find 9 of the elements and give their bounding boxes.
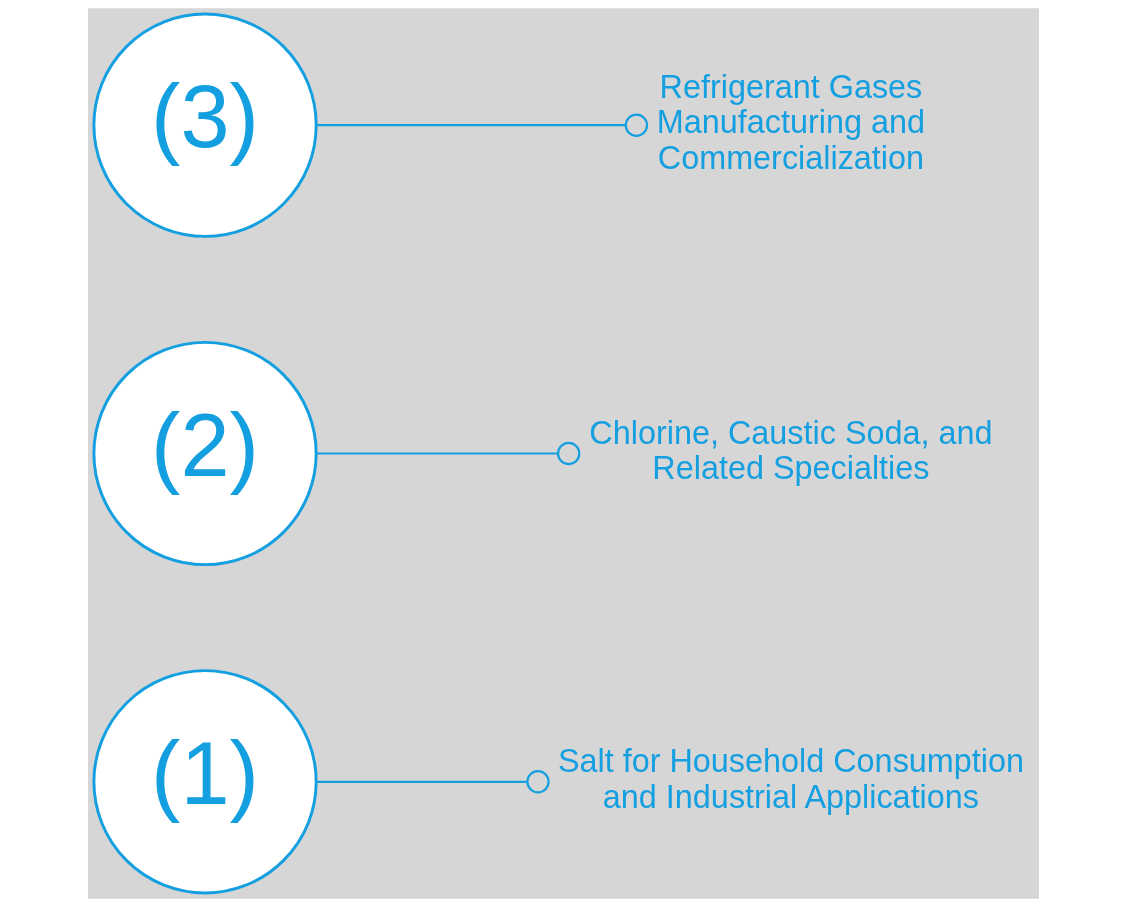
node-text: Refrigerant Gases Manufacturing and Commercialization (656, 69, 926, 176)
connector (316, 441, 581, 466)
connector (316, 770, 550, 794)
node-text: Salt for Household Consumption and Industrial Applications (557, 743, 1024, 815)
connector (316, 113, 649, 137)
node-circle: (3) (92, 12, 318, 238)
node-text: Chlorine, Caustic Soda, and Related Specialties (589, 415, 993, 487)
node-circle: (1) (92, 669, 318, 895)
node-circle: (2) (92, 340, 318, 567)
